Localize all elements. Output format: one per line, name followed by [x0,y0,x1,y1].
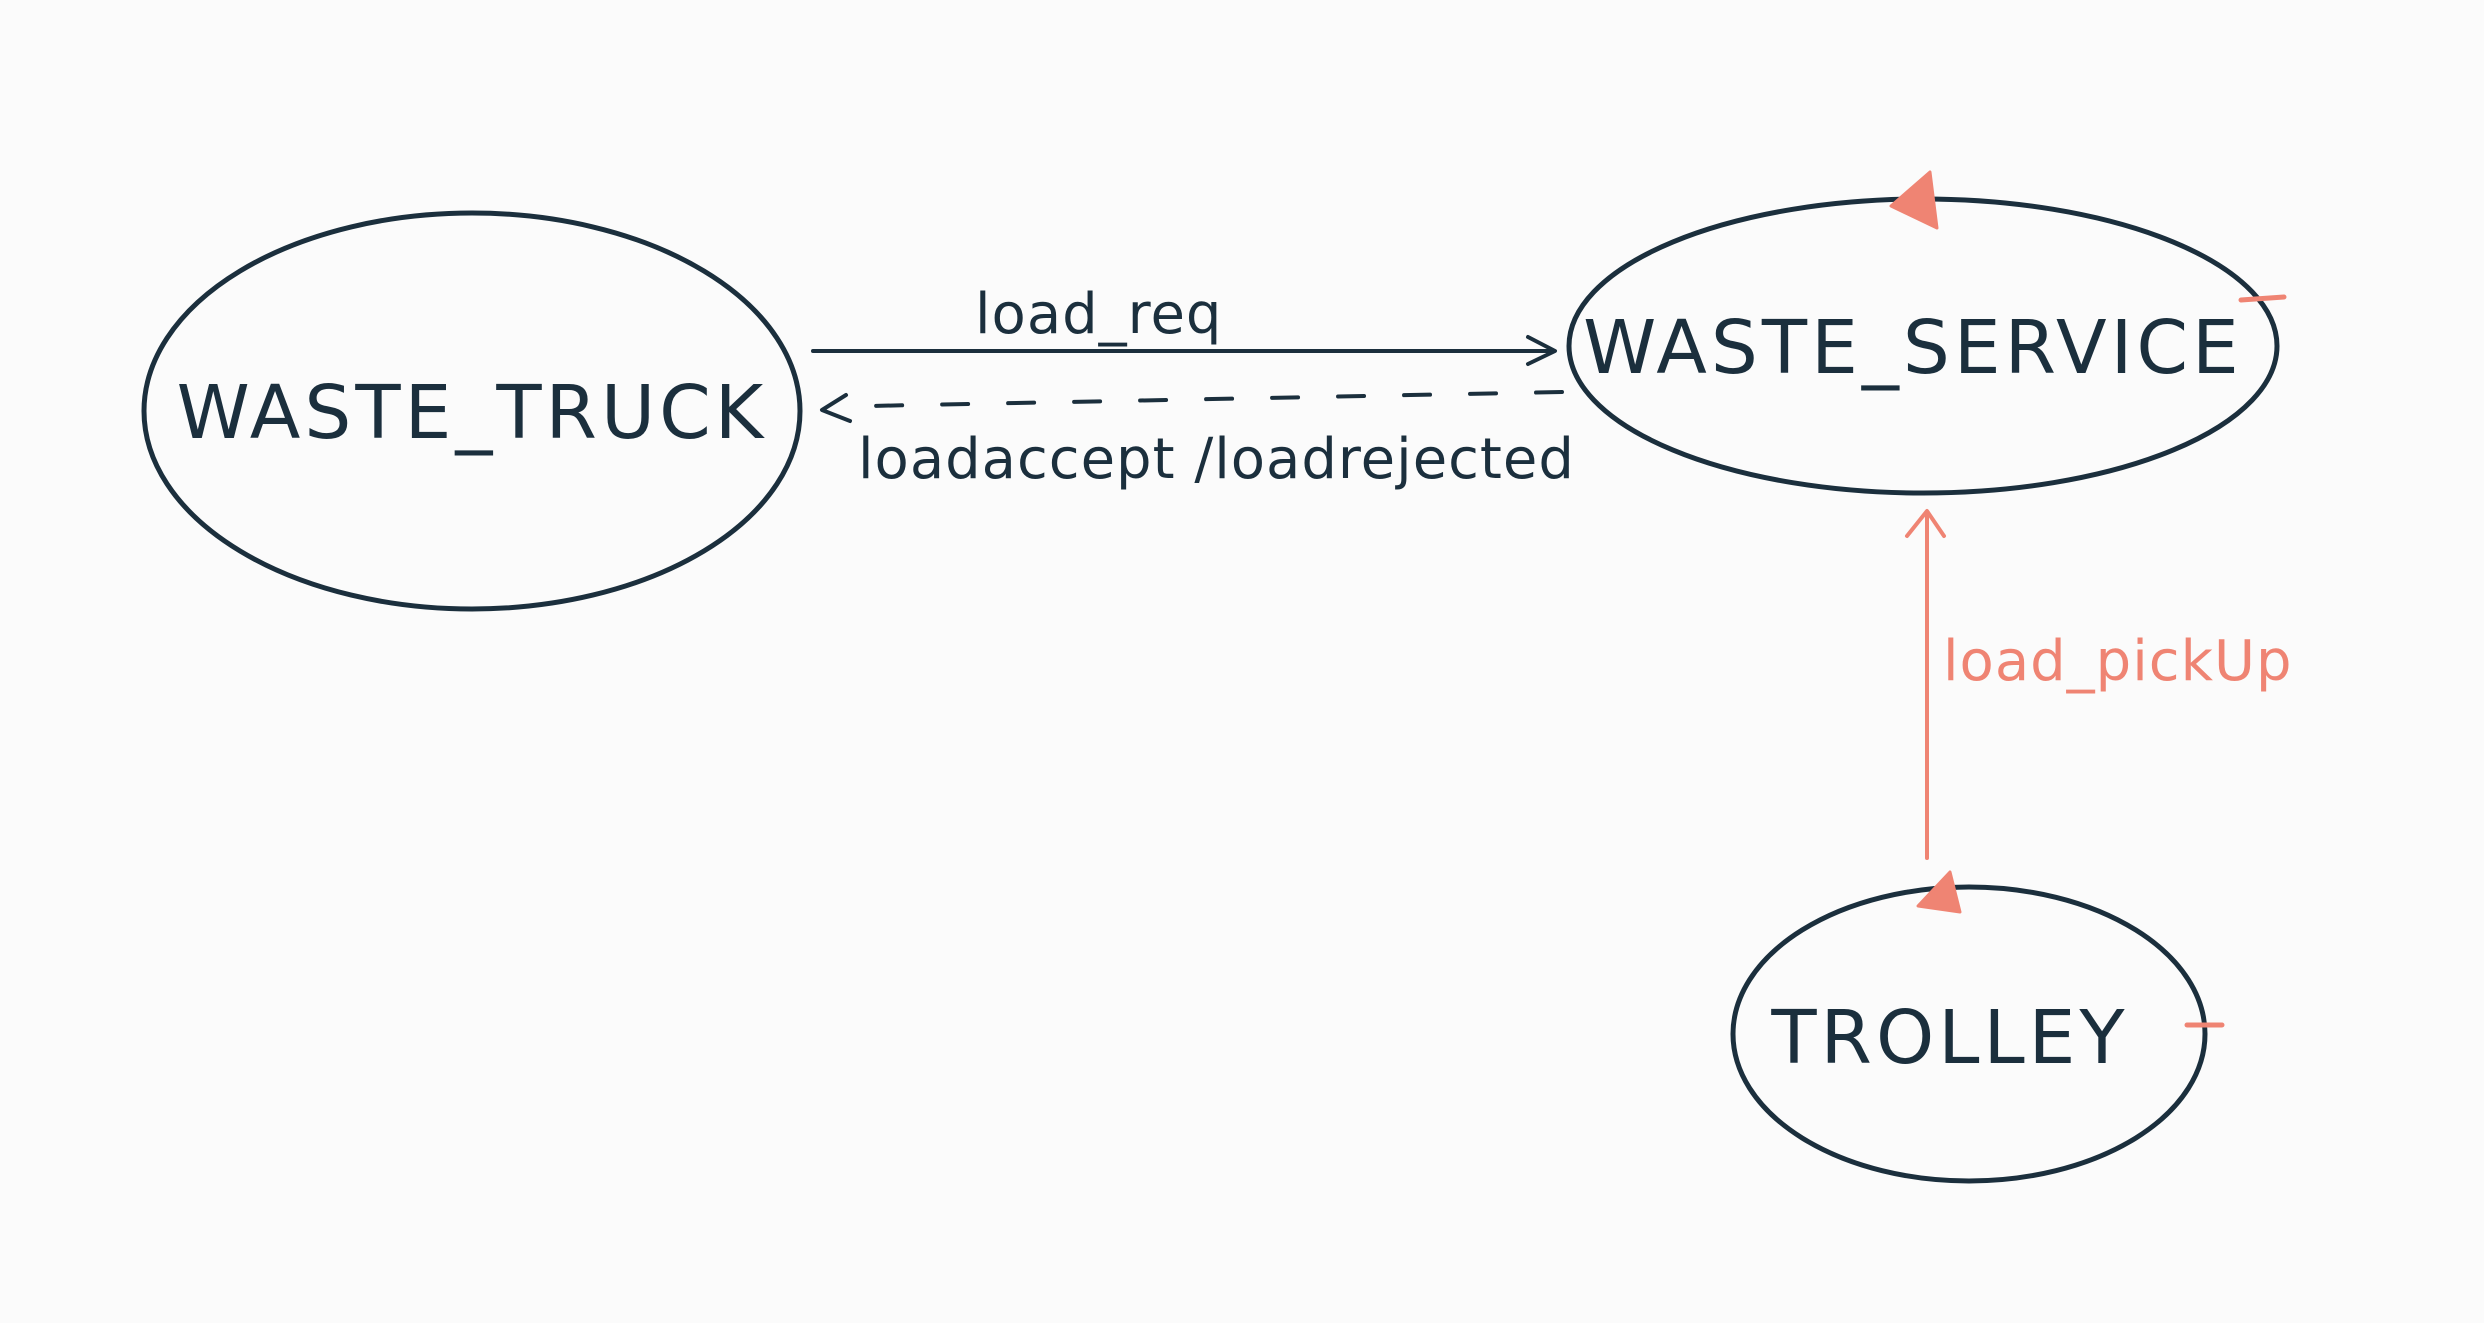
load-req-label: load_req [975,282,1222,347]
edge-load-pickup: load_pickUp [1905,509,2293,860]
waste-service-label: WASTE_SERVICE [1583,305,2243,391]
trolley-ellipse [1730,884,2208,1184]
edge-load-response: loadaccept /loadrejected [820,390,1575,492]
load-req-arrowhead [1526,335,1557,366]
trolley-top-marker [1916,870,1962,914]
trolley-label: TROLLEY [1770,995,2128,1081]
edge-load-req: load_req [811,282,1557,366]
waste-truck-label: WASTE_TRUCK [177,370,768,456]
waste-service-right-tick [2238,294,2287,303]
load-pickup-arrowhead [1905,509,1946,538]
node-waste-truck: WASTE_TRUCK [141,210,803,612]
node-trolley: TROLLEY [1730,870,2225,1184]
load-pickup-label: load_pickUp [1943,629,2293,694]
load-response-line [866,390,1564,408]
waste-truck-ellipse [141,210,803,612]
waste-service-top-marker [1889,170,1939,230]
load-response-label: loadaccept /loadrejected [858,427,1575,492]
load-response-arrowhead [820,393,852,423]
node-waste-service: WASTE_SERVICE [1566,170,2287,496]
